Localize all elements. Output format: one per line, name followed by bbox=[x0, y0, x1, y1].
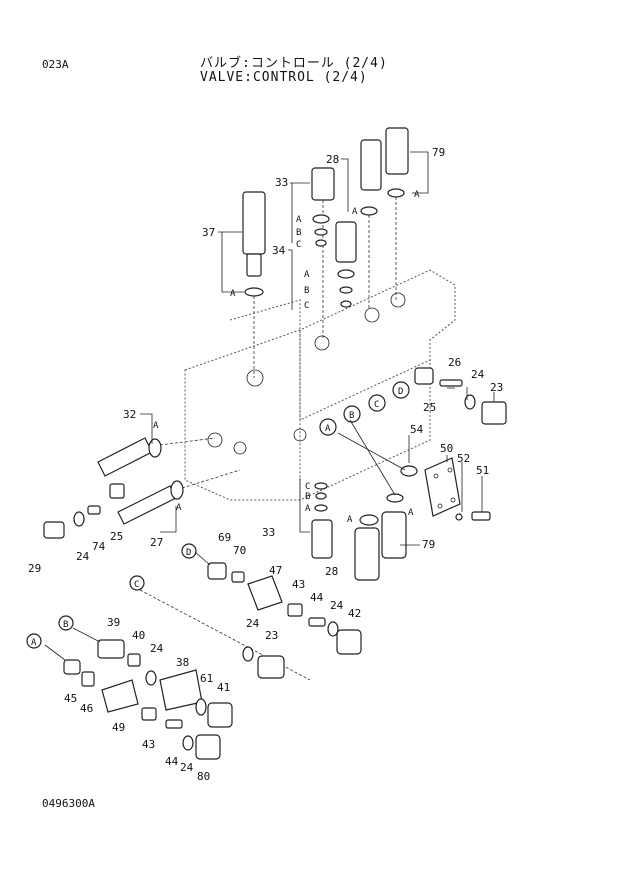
callout-28-lower: 28 bbox=[325, 565, 338, 578]
spool-37 bbox=[242, 191, 266, 378]
callout-27: 27 bbox=[150, 536, 163, 549]
callout-28-top: 28 bbox=[326, 153, 339, 166]
callout-24-b: 24 bbox=[76, 550, 90, 563]
callout-47: 47 bbox=[269, 564, 282, 577]
port-letter-a-lower: A bbox=[31, 638, 37, 648]
title-english: VALVE:CONTROL (2/4) bbox=[200, 70, 368, 85]
callout-39: 39 bbox=[107, 616, 120, 629]
port-letter-circles: D C B A D C B A bbox=[26, 381, 410, 649]
callout-34: 34 bbox=[272, 244, 286, 257]
callout-32: 32 bbox=[123, 408, 136, 421]
callout-61: 61 bbox=[200, 672, 213, 685]
callout-52: 52 bbox=[457, 452, 470, 465]
callout-29: 29 bbox=[28, 562, 41, 575]
page-code: 023A bbox=[42, 58, 69, 71]
valve-body bbox=[184, 269, 456, 501]
callout-79-top: 79 bbox=[432, 146, 445, 159]
relief-valve-33-top bbox=[311, 167, 335, 340]
port-letter-b-lower: B bbox=[63, 620, 68, 630]
port-letter-d: D bbox=[398, 387, 403, 397]
callout-70: 70 bbox=[233, 544, 246, 557]
relief-valve-34 bbox=[335, 221, 357, 308]
callout-40: 40 bbox=[132, 629, 145, 642]
label-b-33-lower: B bbox=[305, 492, 310, 502]
callout-54: 54 bbox=[410, 423, 424, 436]
lower-parts-set bbox=[63, 562, 362, 760]
callout-69: 69 bbox=[218, 531, 231, 544]
callout-80: 80 bbox=[197, 770, 210, 783]
plug-29 bbox=[43, 483, 125, 539]
port-letter-b: B bbox=[349, 411, 354, 421]
label-a-33: A bbox=[296, 215, 302, 225]
callout-33-lower: 33 bbox=[262, 526, 275, 539]
lower-relief-valves bbox=[311, 482, 407, 581]
label-c-33: C bbox=[296, 240, 301, 250]
callout-38: 38 bbox=[176, 656, 189, 669]
callout-44-lower: 44 bbox=[165, 755, 179, 768]
label-a-27: A bbox=[176, 503, 182, 513]
callout-23-lower: 23 bbox=[265, 629, 278, 642]
plug-23-top bbox=[414, 367, 507, 425]
callout-44-upper: 44 bbox=[310, 591, 324, 604]
callout-43-lower: 43 bbox=[142, 738, 155, 751]
label-a-34: A bbox=[304, 270, 310, 280]
callout-74: 74 bbox=[92, 540, 106, 553]
callout-45: 45 bbox=[64, 692, 77, 705]
label-a-28-lower: A bbox=[347, 515, 353, 525]
port-letter-c-lower: C bbox=[134, 580, 139, 590]
callout-37: 37 bbox=[202, 226, 215, 239]
callout-51: 51 bbox=[476, 464, 489, 477]
callout-41: 41 bbox=[217, 681, 230, 694]
label-a-32: A bbox=[153, 421, 159, 431]
cover-50 bbox=[386, 457, 491, 521]
callout-numbers: 37 33 34 28 79 26 24 23 25 32 54 50 52 5… bbox=[28, 146, 503, 783]
callout-42: 42 bbox=[348, 607, 361, 620]
spool-32 bbox=[97, 437, 216, 477]
callout-50: 50 bbox=[440, 442, 453, 455]
callout-24-c: 24 bbox=[330, 599, 344, 612]
port-letter-c: C bbox=[374, 400, 379, 410]
port-letter-d-lower: D bbox=[186, 548, 191, 558]
callout-24-a: 24 bbox=[471, 368, 485, 381]
label-a-79: A bbox=[414, 190, 420, 200]
relief-valve-28-top bbox=[360, 139, 382, 310]
callout-25-left: 25 bbox=[110, 530, 123, 543]
callout-79-lower: 79 bbox=[422, 538, 435, 551]
label-b-33: B bbox=[296, 228, 301, 238]
label-a-37: A bbox=[230, 289, 236, 299]
label-a-79-lower: A bbox=[408, 508, 414, 518]
callout-43-upper: 43 bbox=[292, 578, 305, 591]
label-c-33-lower: C bbox=[305, 482, 310, 492]
callout-24-f: 24 bbox=[180, 761, 194, 774]
callout-25-top: 25 bbox=[423, 401, 436, 414]
port-letter-a: A bbox=[325, 424, 331, 434]
callout-46: 46 bbox=[80, 702, 93, 715]
callout-33-top: 33 bbox=[275, 176, 288, 189]
callout-24-e: 24 bbox=[246, 617, 260, 630]
spool-27 bbox=[117, 469, 241, 525]
callout-23-top: 23 bbox=[490, 381, 503, 394]
relief-valve-79-top bbox=[385, 127, 409, 300]
leader-lines: A A B C A B C A A A A C B A A A bbox=[44, 151, 495, 661]
drawing-number: 0496300A bbox=[42, 797, 95, 810]
label-a-33-lower: A bbox=[305, 504, 311, 514]
callout-49: 49 bbox=[112, 721, 125, 734]
label-b-34: B bbox=[304, 286, 309, 296]
callout-26: 26 bbox=[448, 356, 461, 369]
callout-24-d: 24 bbox=[150, 642, 164, 655]
label-a-28: A bbox=[352, 207, 358, 217]
label-c-34: C bbox=[304, 301, 309, 311]
title-japanese: バルブ:コントロール (2/4) bbox=[200, 56, 388, 71]
